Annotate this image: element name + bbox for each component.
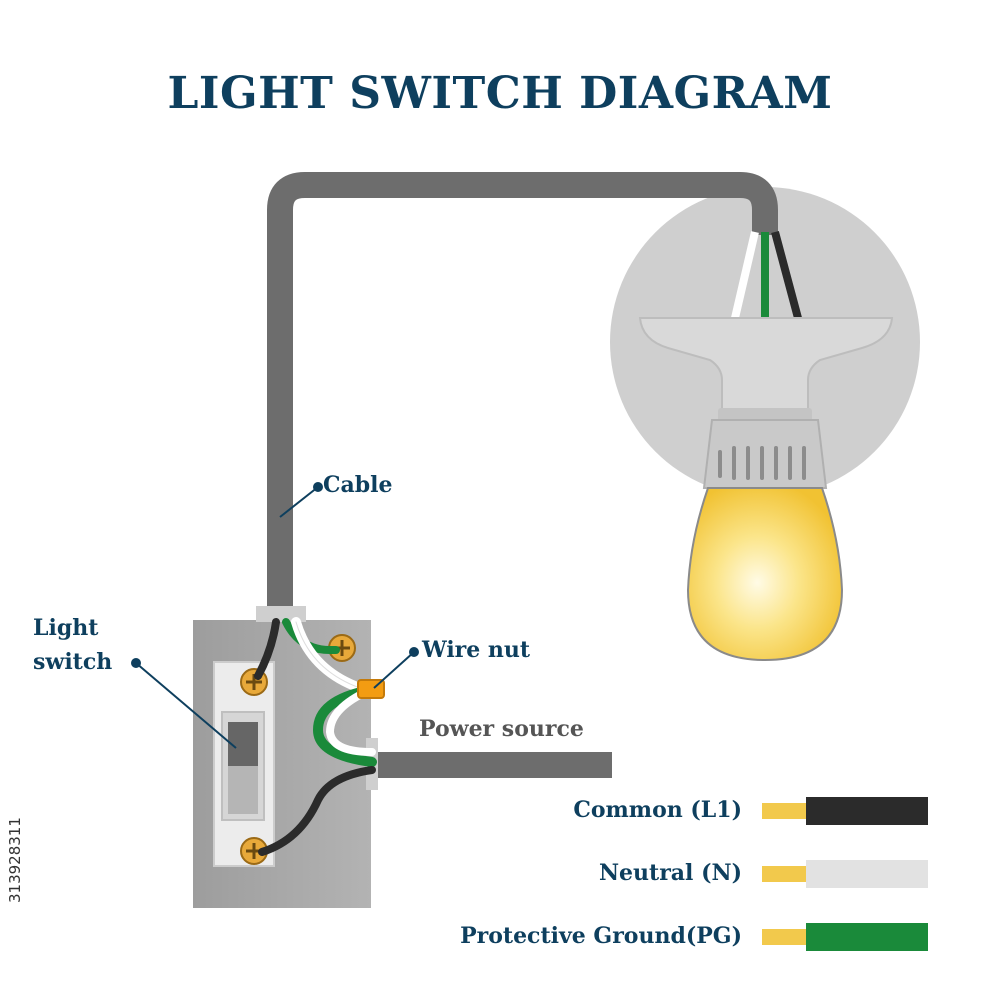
- legend-common-label: Common (L1): [573, 797, 742, 823]
- wire-nut-label: Wire nut: [422, 637, 531, 663]
- power-source-label: Power source: [419, 716, 584, 742]
- stock-id-text: 313928311: [6, 817, 24, 903]
- legend-ground-label: Protective Ground(PG): [460, 923, 742, 949]
- light-switch-label-line1: Light: [33, 615, 99, 641]
- box-wires: [254, 617, 377, 856]
- bulb-base: [702, 419, 828, 489]
- cable-path: [267, 172, 778, 615]
- power-source-cable: [378, 752, 612, 778]
- legend-swatches: [762, 797, 928, 951]
- cable-label: Cable: [323, 472, 393, 498]
- socket-wires: [731, 230, 802, 320]
- leader-lines: [131, 482, 419, 749]
- switch-box: [193, 606, 378, 908]
- light-switch-label-line2: switch: [33, 649, 113, 675]
- light-socket: [638, 317, 894, 422]
- legend-neutral-label: Neutral (N): [598, 860, 742, 886]
- bulb-glass: [686, 487, 844, 662]
- page-title: LIGHT SWITCH DIAGRAM: [167, 68, 833, 119]
